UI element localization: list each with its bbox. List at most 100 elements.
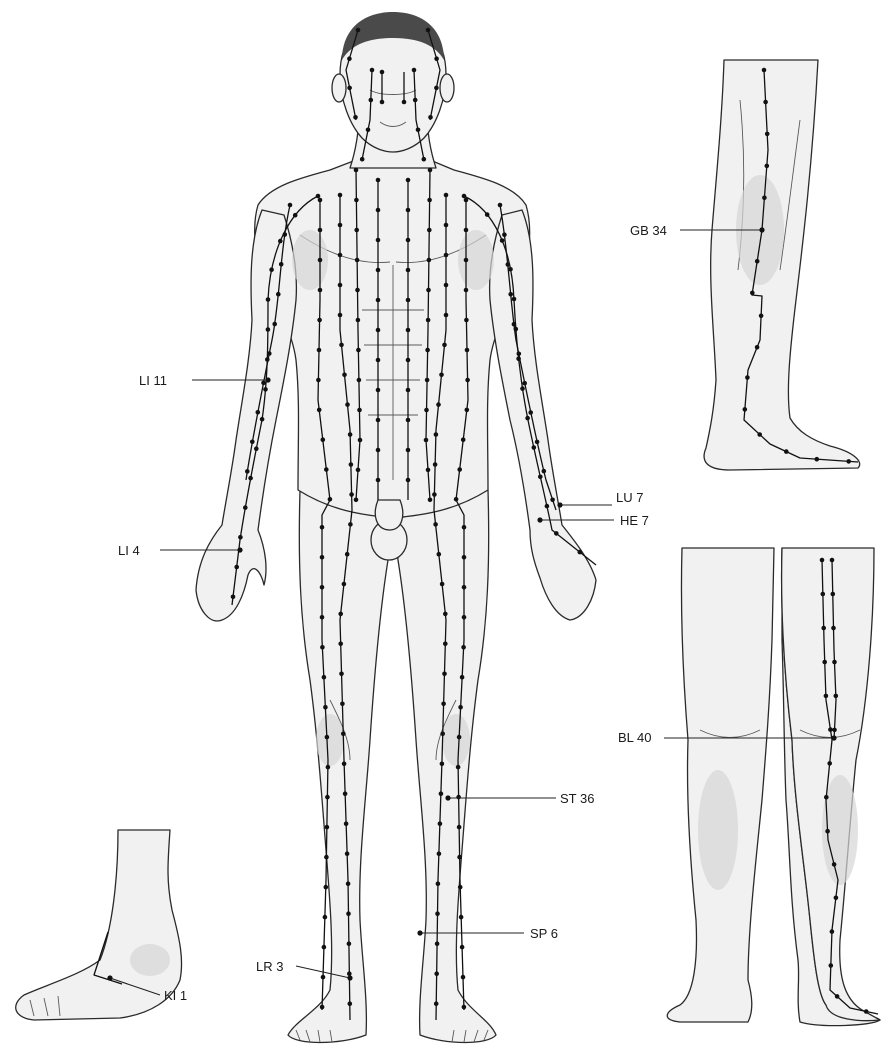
acupoint-dot [827, 761, 832, 766]
acupoint-dot [357, 408, 362, 413]
acupoint-dot [457, 855, 462, 860]
acupoint-dot [293, 213, 298, 218]
acupoint-dot [435, 911, 440, 916]
acupoint-dot [338, 193, 343, 198]
acupoint-dot [460, 945, 465, 950]
acupoint-dot [325, 795, 330, 800]
acupoint-dot [824, 795, 829, 800]
acupoint-dot [424, 408, 429, 413]
acupoint-dot [318, 258, 323, 263]
acupoint-dot [348, 1001, 353, 1006]
acupoint-dot [831, 592, 836, 597]
acupoint-dot [234, 565, 239, 570]
acupoint-dot [456, 765, 461, 770]
acupoint-dot [339, 672, 344, 677]
acupoint-dot [266, 327, 271, 332]
acupoint-dot [508, 267, 513, 272]
acupoint-dot [755, 259, 760, 264]
acupoint-dot [324, 855, 329, 860]
acupoint-dot [830, 929, 835, 934]
acupoint-dot [458, 705, 463, 710]
acupoint-dot [757, 432, 762, 437]
acupoint-dot [376, 238, 381, 243]
acupoint-dot [238, 535, 243, 540]
acupoint-dot [231, 595, 236, 600]
acupoint-dot [426, 28, 431, 33]
acupoint-dot [442, 672, 447, 677]
acupoint-dot [320, 585, 325, 590]
acupoint-dot [535, 440, 540, 445]
acupoint-dot [444, 283, 449, 288]
acupoint-dot [824, 694, 829, 699]
acupoint-dot [345, 851, 350, 856]
acupoint-dot [762, 196, 767, 201]
acupoint-dot [444, 313, 449, 318]
acupoint-dot [832, 862, 837, 867]
acupoint-dot [460, 675, 465, 680]
acupoint-dot [412, 68, 417, 73]
acupoint-dot [461, 437, 466, 442]
acupoint-dot [349, 462, 354, 467]
acupoint-dot [762, 68, 767, 73]
acupoint-dot [261, 381, 266, 386]
front-body-figure [196, 12, 596, 1043]
acupoint-dot [442, 343, 447, 348]
acupoint-dot [457, 467, 462, 472]
acupoint-dot [743, 407, 748, 412]
acupoint-dot [376, 418, 381, 423]
acupoint-dot [465, 408, 470, 413]
acupoint-dot [339, 343, 344, 348]
acupoint-dot [432, 492, 437, 497]
acupoint-dot [462, 525, 467, 530]
acupoint-dot [514, 327, 519, 332]
label-li-4-text: LI 4 [118, 543, 140, 558]
acupoint-dot [502, 232, 507, 237]
acupoint-dot [465, 378, 470, 383]
acupoint-dot [406, 388, 411, 393]
acupoint-dot [369, 98, 374, 103]
acupoint-dot [353, 115, 358, 120]
acupoint-dot [498, 203, 503, 208]
label-st-36: ST 36 [445, 791, 594, 806]
acupoint-dot [347, 56, 352, 61]
acupoint-dot [820, 558, 825, 563]
acupoint-dot [348, 432, 353, 437]
acupoint-dot [380, 70, 385, 75]
acupoint-dot [554, 531, 559, 536]
label-lu-7-text: LU 7 [616, 490, 643, 505]
acupoint-dot [376, 328, 381, 333]
acupoint-dot [406, 328, 411, 333]
label-bl-40-text: BL 40 [618, 730, 652, 745]
acupoint-dot [338, 253, 343, 258]
acupoint-dot [516, 357, 521, 362]
acupoint-dot [437, 851, 442, 856]
acupoint-dot [354, 168, 359, 173]
acupoint-dot [265, 357, 270, 362]
acupoint-dot [550, 498, 555, 503]
acupoint-dot [765, 164, 770, 169]
acupoint-dot [406, 178, 411, 183]
acupoint-dot [434, 432, 439, 437]
acupoint-dot [425, 378, 430, 383]
acupoint-dot [864, 1009, 869, 1014]
acupoint-dot [831, 626, 836, 631]
acupoint-dot [323, 915, 328, 920]
acupoint-dot [406, 448, 411, 453]
acupoint-dot [440, 762, 445, 767]
acupoint-dot [316, 378, 321, 383]
acupoint-dot [338, 283, 343, 288]
acupoint-dot [322, 675, 327, 680]
acupoint-dot [765, 132, 770, 137]
acupoint-dot [356, 348, 361, 353]
acupoint-dot [464, 228, 469, 233]
acupoint-dot [376, 298, 381, 303]
acupoint-dot [326, 765, 331, 770]
acupoint-dot [456, 795, 461, 800]
acupoint-dot [454, 497, 459, 502]
acupoint-dot [248, 476, 253, 481]
acupoint-dot [457, 825, 462, 830]
acupoint-dot [461, 645, 466, 650]
acupoint-dot [465, 348, 470, 353]
label-lu-7: LU 7 [557, 490, 643, 508]
acupoint-dot [440, 732, 445, 737]
